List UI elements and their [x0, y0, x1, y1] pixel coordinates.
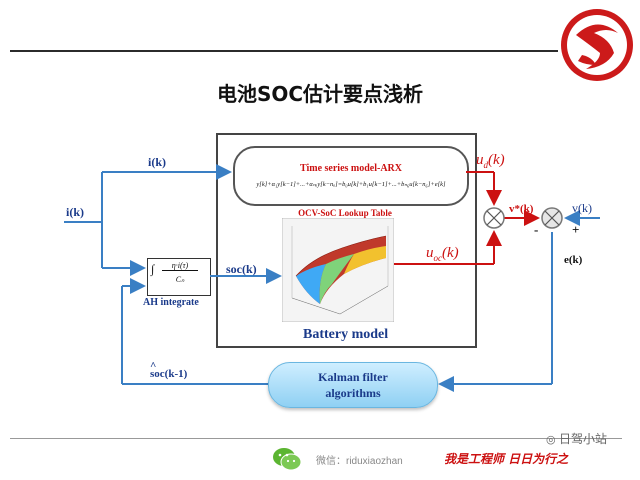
ocv-title: OCV-SoC Lookup Table [298, 208, 392, 218]
uoc-subscript: oc [433, 253, 443, 263]
vstar-label: v*(k) [509, 203, 534, 215]
kalman-line-2: algorithms [325, 386, 381, 400]
kalman-filter-block: Kalman filter algorithms [268, 362, 438, 408]
arx-title: Time series model-ARX [299, 163, 403, 174]
watermark: ◎ 日驾小站 [546, 430, 607, 447]
ocv-surface-plot [282, 218, 394, 322]
minus-sign: - [534, 222, 539, 237]
header-rule [10, 50, 558, 52]
logo-icon [561, 9, 633, 81]
ah-integrate-label: AH integrate [143, 297, 199, 308]
ah-formula-denominator: Cₙ [175, 275, 185, 284]
ud-subscript: d [483, 160, 489, 170]
slide-title: 电池SOC估计要点浅析 [216, 82, 424, 106]
soc-feedback-text: soc(k-1) [150, 368, 188, 380]
uoc-argument: (k) [442, 245, 459, 261]
upper-input-label: i(k) [148, 155, 166, 169]
ud-argument: (k) [488, 152, 505, 168]
slogan: 我是工程师 日日为行之 [444, 452, 569, 466]
ah-integrate-block [147, 258, 211, 296]
watermark-icon: ◎ [546, 434, 556, 446]
soc-feedback-hat: ^ [150, 360, 157, 372]
uoc-symbol: u [426, 245, 434, 261]
battery-model-label: Battery model [303, 327, 389, 342]
kalman-line-1: Kalman filter [318, 370, 388, 384]
uoc-label: uoc(k) [426, 245, 459, 263]
ud-symbol: u [476, 152, 484, 168]
integral-sign-icon: ∫ [151, 262, 155, 276]
watermark-text: 日驾小站 [558, 432, 607, 446]
wechat-icon [273, 448, 302, 471]
soc-label: soc(k) [226, 262, 257, 276]
wechat-id: 微信：riduxiaozhan [316, 456, 403, 467]
arx-equation: y[k]+α₁y[k−1]+...+αₙₐy[k−nₐ]=b₀u[k]+b₁u[… [256, 181, 446, 188]
plus-sign: + [572, 222, 580, 237]
input-current-label: i(k) [66, 205, 84, 219]
v-label: v(k) [572, 201, 592, 215]
ah-formula-numerator: η·i(τ) [162, 261, 198, 271]
error-label: e(k) [564, 254, 583, 266]
ud-label: ud(k) [476, 152, 505, 170]
arx-model-block [233, 146, 469, 206]
soc-feedback-label: ^ soc(k-1) [150, 360, 188, 380]
footer-rule [10, 438, 622, 439]
